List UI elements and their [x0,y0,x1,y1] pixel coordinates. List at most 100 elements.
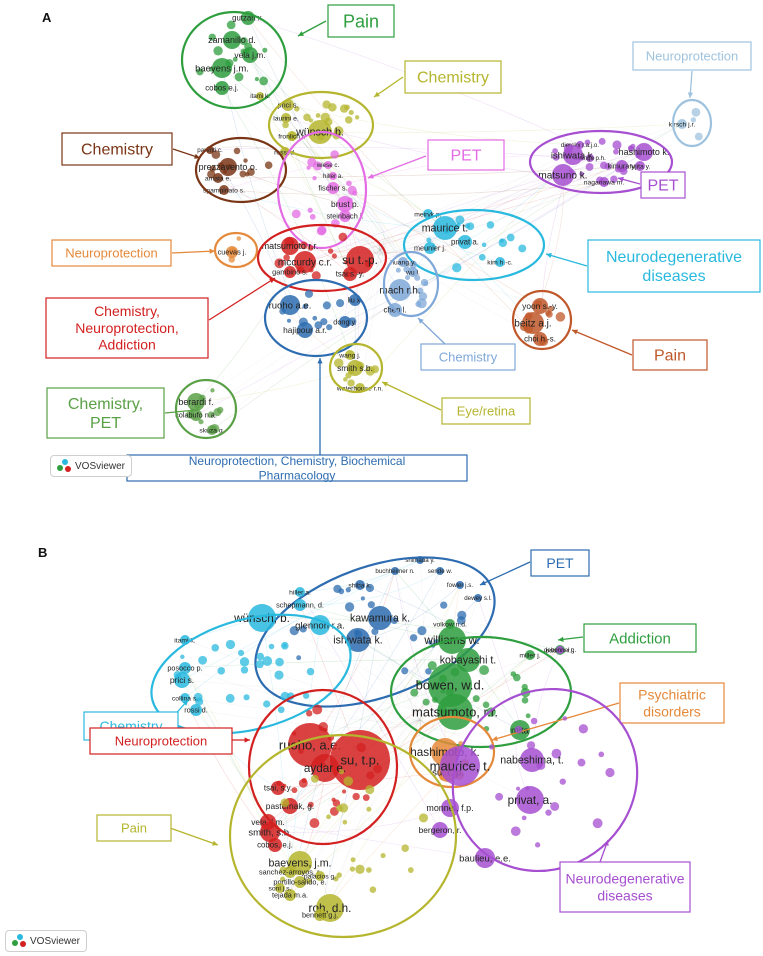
network-node [515,786,521,791]
network-node [239,657,250,667]
network-node [514,725,523,734]
network-edge [327,164,381,251]
network-edge [247,17,541,340]
vosviewer-label: VOSviewer [75,460,126,472]
network-node [274,670,284,680]
network-node [510,826,521,837]
network-node [347,379,355,387]
author-label: skuza g. [199,427,224,434]
callout-arrow [479,561,531,586]
author-node [190,704,202,716]
network-edge [319,719,421,916]
arrowhead-icon [418,318,424,324]
network-node [291,787,298,794]
network-node [320,318,328,326]
author-label: sende w. [428,568,453,575]
network-node [268,643,275,650]
network-node [274,258,285,269]
cluster-label-box [559,861,691,913]
author-node [345,350,355,360]
cluster-label: Chemistry [81,142,153,159]
author-node [207,425,217,435]
network-node [410,688,419,697]
author-node [294,251,316,273]
author-label: tsai, s.y. [264,784,292,793]
network-node [390,616,398,625]
author-label: matsuno k. [538,171,587,182]
author-label: ishiwata k. [333,635,382,647]
network-node [259,76,269,86]
network-node [307,207,313,213]
network-edge [319,719,421,877]
arrowhead-icon [194,153,200,159]
author-label: glennon r.a. [295,620,345,631]
author-node [311,754,339,782]
network-edge [221,87,356,369]
author-label: cobos e.j. [205,84,239,93]
cluster-ellipse [174,378,238,440]
author-node [389,279,411,301]
network-node [211,150,221,159]
cluster-ellipse [254,556,496,708]
network-node [352,792,360,801]
cluster-label-box [530,549,590,577]
author-label: miller j. [519,652,540,659]
author-label: matsumoto r.r. [262,241,319,251]
arrowhead-icon [546,253,552,259]
network-node [552,153,560,161]
author-node [368,606,392,630]
arrowhead-icon [368,173,374,179]
author-label: baeyens j.m. [195,63,249,74]
network-node [299,625,307,633]
network-edge [184,667,421,725]
network-edge [349,249,381,356]
network-node [481,242,487,248]
network-node [577,758,586,767]
network-node [234,72,244,82]
network-node [330,150,339,159]
author-label: spampinato s. [203,187,245,194]
author-node [495,257,505,267]
author-label: baeyens, j.m. [268,858,331,870]
network-node [346,180,352,187]
author-node [337,196,353,212]
network-node [180,654,185,659]
network-node [302,692,310,699]
author-label: palacios g. [304,873,336,880]
network-node [370,365,379,374]
author-label: buchheimer n. [375,568,414,575]
network-node [315,113,321,118]
network-edge [289,249,381,306]
author-node [599,177,609,187]
author-node [294,599,306,611]
author-node [324,161,332,169]
cluster-label-box [420,343,516,371]
author-label: soni j.s. [269,885,292,892]
cluster-ellipse [180,10,288,110]
author-node [635,161,645,171]
author-label: kawamura k. [350,613,410,625]
network-node [417,287,424,294]
cluster: dierckx r.a.j.o.elsinga p.h.ishiwata k.h… [528,129,686,199]
cluster-ellipse [263,278,369,358]
network-edge [373,245,396,311]
network-node [243,694,250,701]
author-node [287,131,297,141]
cluster-label: Chemistry [417,70,489,87]
network-node [294,106,300,112]
network-edge [184,659,469,669]
network-node [365,785,375,795]
network-edge [378,241,466,253]
network-node [362,794,370,802]
network-node [296,655,302,661]
network-node [550,802,560,811]
network-node [225,639,236,650]
network-edge [379,240,431,251]
cluster-ellipse [150,613,352,735]
author-label: parenti c. [197,147,223,154]
network-node [452,263,462,273]
arrowhead-icon [190,407,196,414]
arrowhead-icon [492,735,498,741]
